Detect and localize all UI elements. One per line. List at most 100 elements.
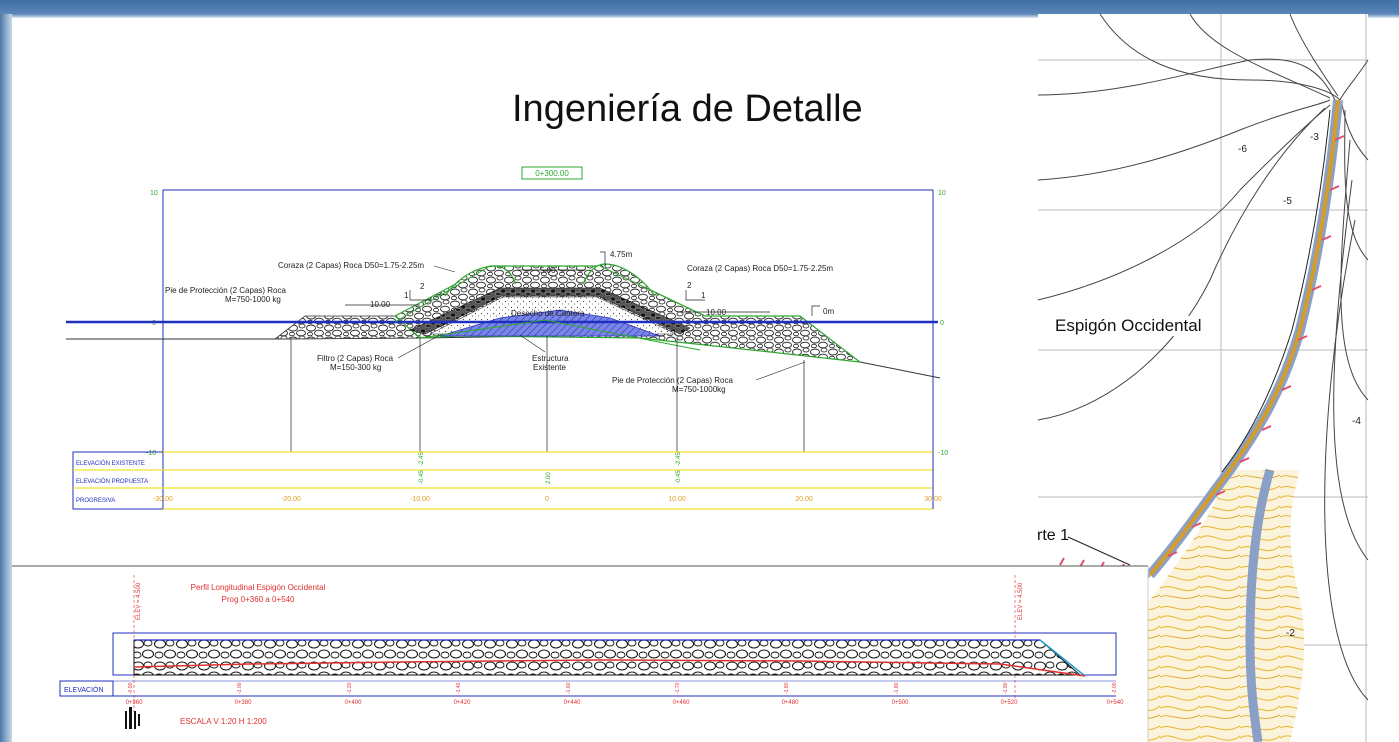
- label-slope-left-v: 2: [420, 282, 425, 291]
- section-annotations: Coraza (2 Capas) Roca D50=1.75-2.25m Cor…: [165, 250, 834, 394]
- contour-label: -4: [1352, 416, 1361, 427]
- foundation-line: [419, 319, 701, 351]
- row-label-existing: ELEVACIÓN EXISTENTE: [76, 460, 145, 467]
- dimension-lines: [345, 251, 820, 316]
- profile-row-label-box: [59, 680, 114, 697]
- label-slope-left-h: 1: [404, 291, 409, 300]
- section-data-table: ELEVACIÓN EXISTENTE ELEVACIÓN PROPUESTA …: [72, 451, 942, 510]
- profile-station: 0+520: [1001, 700, 1019, 706]
- elevation-value: 2.00: [546, 472, 552, 484]
- progressive-value: 30.00: [924, 496, 942, 503]
- breakwater-south: [1245, 468, 1275, 742]
- axis-right-zero: 0: [940, 320, 944, 327]
- elevation-value: -0.45: [419, 470, 425, 484]
- label-filter-2: M=150-300 kg: [330, 363, 381, 372]
- label-zero-mark: 0m: [823, 307, 834, 316]
- profile-title-1: Perfil Longitudinal Espigón Occidental: [191, 583, 326, 592]
- label-core: Desecho de Cantera: [511, 309, 585, 318]
- progressive-values: -30.00 -20.00 -10.00 0 10.00 20.00 30.00: [153, 496, 942, 503]
- profile-title-2: Prog 0+360 a 0+540: [222, 595, 296, 604]
- label-pie-right-2: M=750-1000kg: [672, 385, 726, 394]
- progressive-value: -10.00: [410, 496, 430, 503]
- label-existing-1: Estructura: [532, 354, 569, 363]
- profile-station: 0+440: [564, 700, 582, 706]
- label-crest-height: 4.75m: [610, 250, 633, 259]
- map-label-breakwater: Espigón Occidental: [1055, 316, 1202, 336]
- progressive-value: -20.00: [281, 496, 301, 503]
- label-coraza-left: Coraza (2 Capas) Roca D50=1.75-2.25m: [278, 261, 424, 270]
- slope-line-right: [599, 265, 800, 317]
- axis-right-top: 10: [938, 190, 946, 197]
- label-filter-1: Filtro (2 Capas) Roca: [317, 354, 394, 363]
- contour-label: -3: [1310, 132, 1319, 143]
- profile-elevation: -1.00: [237, 682, 243, 694]
- profile-elevation: -1.80: [894, 682, 900, 694]
- frame-left-edge: [0, 14, 12, 742]
- label-berm-right: 10.00: [706, 308, 727, 317]
- profile-seabed-line: [133, 659, 1086, 677]
- profile-elevation: -1.80: [784, 682, 790, 694]
- cross-section: 0+300.00 10 0 -10 10 0 -10: [66, 166, 948, 510]
- scale-bar-icon: [125, 707, 140, 729]
- row-label-progressive: PROGRESIVA: [76, 498, 115, 504]
- profile-scale: ESCALA V 1:20 H 1:200: [180, 717, 267, 726]
- bathymetry-contours: [1037, 13, 1369, 701]
- progressive-value: 10.00: [668, 496, 686, 503]
- profile-station: 0+500: [892, 700, 910, 706]
- profile-elevation: -1.60: [566, 682, 572, 694]
- profile-elevations: -0.90 -1.00 -1.20 -1.40 -1.60 -1.70 -1.8…: [128, 682, 1118, 694]
- contour-label: -5: [1283, 196, 1292, 207]
- label-berm-left: 10.00: [370, 300, 391, 309]
- profile-station: 0+360: [126, 700, 144, 706]
- label-existing-2: Existente: [533, 363, 566, 372]
- progressive-value: 20.00: [795, 496, 813, 503]
- table-label-column: [72, 451, 164, 510]
- profile-row-label: ELEVACIÓN: [64, 685, 104, 694]
- progressive-value: 0: [545, 496, 549, 503]
- progressive-value: -30.00: [153, 496, 173, 503]
- profile-station: 0+480: [782, 700, 800, 706]
- slide-title: Ingeniería de Detalle: [512, 88, 863, 130]
- station-tag: 0+300.00: [535, 169, 569, 178]
- breakwater-crest: [1148, 99, 1340, 577]
- vertical-elevation-values: -2.45 -0.45 2.00 -2.45 -0.45: [419, 452, 682, 484]
- profile-elevation: -1.20: [347, 682, 353, 694]
- station-tag-box: [521, 166, 583, 180]
- contour-label: -2: [1286, 628, 1295, 639]
- elevation-value: -2.45: [676, 452, 682, 466]
- label-slope-right-v: 2: [687, 281, 692, 290]
- label-pie-left-2: M=750-1000 kg: [225, 295, 281, 304]
- contour-label: -6: [1238, 144, 1247, 155]
- elevation-value: -0.45: [676, 470, 682, 484]
- axis-right-bottom: -10: [938, 450, 948, 457]
- section-leader-line: [1067, 536, 1131, 566]
- profile-elevation: -1.70: [675, 682, 681, 694]
- row-label-proposed: ELEVACIÓN PROPUESTA: [76, 478, 148, 485]
- elev-left: ELEV = 4.500: [136, 582, 142, 620]
- profile-station: 0+420: [454, 700, 472, 706]
- profile-station: 0+460: [673, 700, 691, 706]
- label-crest-width: 5.00: [540, 266, 556, 275]
- profile-station: 0+540: [1107, 700, 1125, 706]
- elevation-value: -2.45: [419, 452, 425, 466]
- axis-left-bottom: -10: [146, 450, 156, 457]
- crest-left: [444, 265, 517, 297]
- profile-elevation: -0.90: [128, 682, 134, 694]
- profile-elevation: -2.00: [1112, 682, 1118, 694]
- label-pie-left-1: Pie de Protección (2 Capas) Roca: [165, 286, 287, 295]
- profile-elevation: -1.90: [1003, 682, 1009, 694]
- profile-station: 0+380: [235, 700, 253, 706]
- profile-stations: 0+360 0+380 0+400 0+420 0+440 0+460 0+48…: [126, 700, 1125, 706]
- section-verticals: [290, 336, 805, 452]
- slope-line-left: [394, 265, 491, 323]
- profile-station: 0+400: [345, 700, 363, 706]
- axis-left-zero: 0: [152, 320, 156, 327]
- profile-rock-body: [133, 639, 1082, 676]
- label-slope-right-h: 1: [701, 291, 706, 300]
- longitudinal-profile: Perfil Longitudinal Espigón Occidental P…: [12, 565, 1149, 742]
- breakwater-edge: [1221, 109, 1331, 473]
- map-label-cut: rte 1: [1037, 527, 1070, 544]
- label-pie-right-1: Pie de Protección (2 Capas) Roca: [612, 376, 734, 385]
- profile-elevation: -1.40: [456, 682, 462, 694]
